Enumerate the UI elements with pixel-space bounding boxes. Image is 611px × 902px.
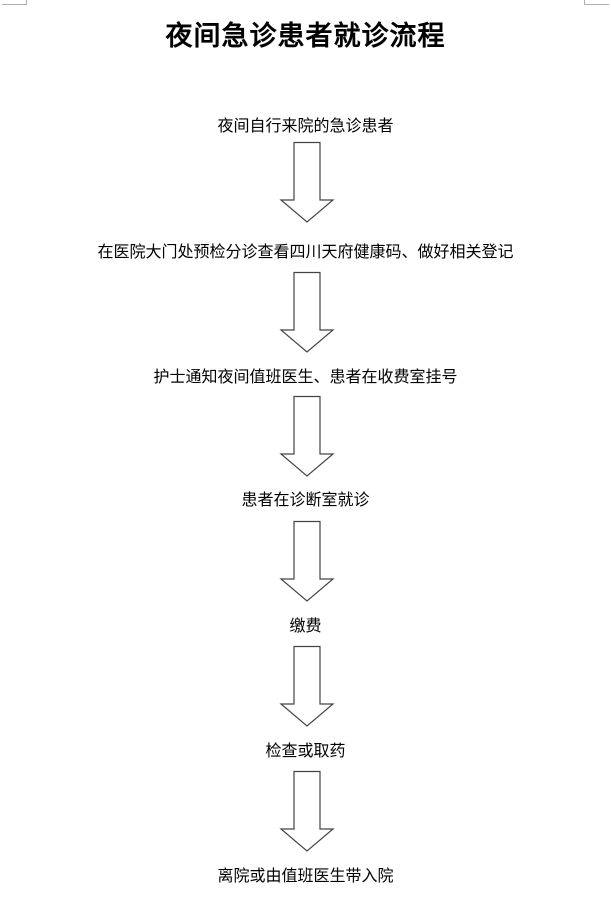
flow-step-3: 护士通知夜间值班医生、患者在收费室挂号	[153, 367, 458, 386]
down-arrow-icon	[279, 271, 335, 353]
page-corner-mark	[584, 0, 609, 5]
page-corner-mark	[2, 0, 27, 5]
down-arrow-icon	[279, 770, 335, 852]
flow-step-2: 在医院大门处预检分诊查看四川天府健康码、做好相关登记	[97, 242, 514, 261]
flow-step-6: 检查或取药	[265, 741, 346, 760]
flow-step-7: 离院或由值班医生带入院	[217, 866, 394, 885]
flow-step-5: 缴费	[289, 616, 322, 635]
flow-step-1: 夜间自行来院的急诊患者	[217, 116, 394, 135]
down-arrow-icon	[279, 520, 335, 602]
down-arrow-icon	[279, 395, 335, 477]
down-arrow-icon	[279, 645, 335, 727]
page-title: 夜间急诊患者就诊流程	[165, 21, 446, 52]
flow-step-4: 患者在诊断室就诊	[241, 490, 370, 509]
down-arrow-icon	[279, 141, 335, 223]
